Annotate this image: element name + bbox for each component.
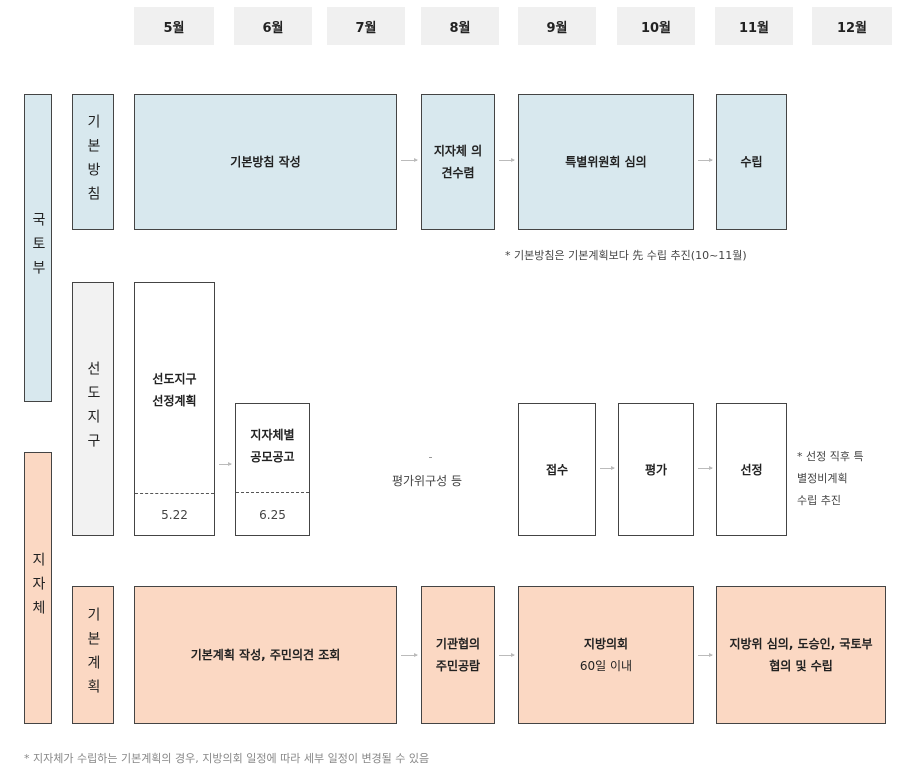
row-label-basic-policy: 기본방침: [72, 94, 114, 230]
month-header-jul: 7월: [327, 7, 405, 45]
task-basic-plan-draft: 기본계획 작성, 주민의견 조회: [134, 586, 397, 724]
month-header-dec: 12월: [812, 7, 892, 45]
leading-district-note: * 선정 직후 특 별정비계획 수립 추진: [797, 450, 864, 507]
task-final-approval: 지방위 심의, 도승인, 국토부 협의 및 수립: [716, 586, 886, 724]
arrow-connector: [499, 653, 515, 657]
task-local-opinion: 지자체 의 견수렴: [421, 94, 495, 230]
month-header-aug: 8월: [421, 7, 499, 45]
task-receipt: 접수: [518, 403, 596, 536]
month-header-oct: 10월: [617, 7, 695, 45]
task-selection-plan: 선도지구 선정계획: [152, 372, 197, 408]
task-public-notice: 지자체별 공모공고: [250, 428, 295, 464]
month-header-nov: 11월: [715, 7, 793, 45]
local-council-title: 지방의회: [583, 637, 629, 651]
task-public-notice-container: 지자체별 공모공고 6.25: [235, 403, 310, 536]
org-label-local-gov: 지자체: [24, 452, 52, 724]
agency-consult-sub: 주민공람: [435, 659, 481, 673]
task-local-council: 지방의회 60일 이내: [518, 586, 694, 724]
dashed-divider: [236, 492, 309, 493]
task-selection: 선정: [716, 403, 787, 536]
selection-plan-date: 5.22: [161, 508, 188, 522]
month-header-sep: 9월: [518, 7, 596, 45]
arrow-connector: [698, 158, 713, 162]
dashed-divider: [135, 493, 214, 494]
local-council-sub: 60일 이내: [579, 659, 633, 673]
public-notice-date: 6.25: [259, 508, 286, 522]
task-agency-consult: 기관협의 주민공람: [421, 586, 495, 724]
basic-policy-note: * 기본방침은 기본계획보다 先 수립 추진(10~11월): [505, 249, 747, 262]
arrow-connector: [401, 653, 418, 657]
arrow-connector: [600, 466, 615, 470]
task-basic-policy-draft: 기본방침 작성: [134, 94, 397, 230]
agency-consult-title: 기관협의: [435, 637, 481, 651]
arrow-connector: [499, 158, 515, 162]
task-selection-plan-container: 선도지구 선정계획 5.22: [134, 282, 215, 536]
org-label-molit: 국토부: [24, 94, 52, 402]
row-label-leading-district: 선도지구: [72, 282, 114, 536]
month-header-jun: 6월: [234, 7, 312, 45]
arrow-connector: [698, 466, 713, 470]
dot-marker: [429, 457, 432, 458]
task-eval-committee: 평가위구성 등: [391, 474, 463, 488]
task-policy-establish: 수립: [716, 94, 787, 230]
footer-note: * 지자체가 수립하는 기본계획의 경우, 지방의회 일정에 따라 세부 일정이…: [24, 752, 430, 765]
task-evaluation: 평가: [618, 403, 694, 536]
arrow-connector: [401, 158, 418, 162]
row-label-basic-plan: 기본계획: [72, 586, 114, 724]
arrow-connector: [219, 462, 232, 466]
task-special-committee: 특별위원회 심의: [518, 94, 694, 230]
month-header-may: 5월: [134, 7, 214, 45]
arrow-connector: [698, 653, 713, 657]
